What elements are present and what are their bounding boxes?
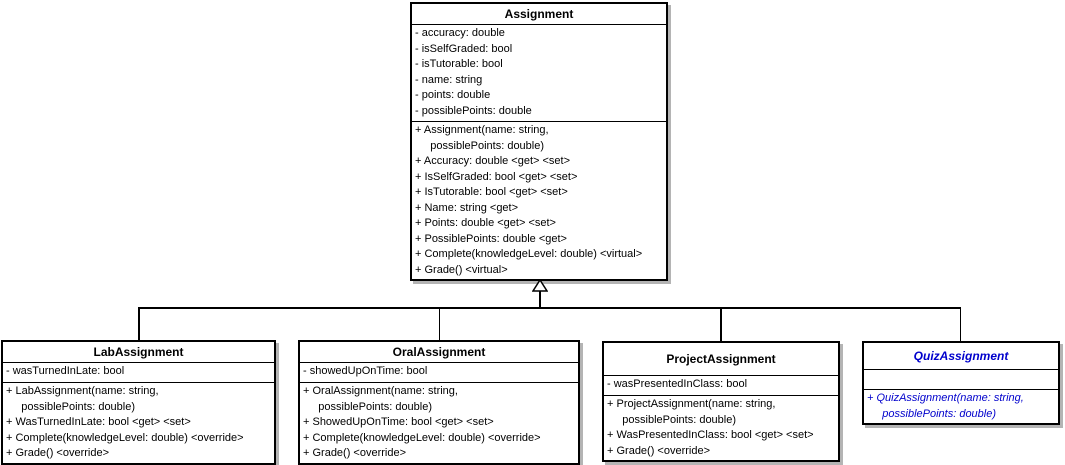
class-methods-section: + OralAssignment(name: string, possibleP…	[300, 383, 578, 463]
member-line: + QuizAssignment(name: string,	[867, 392, 1024, 404]
member-line: possiblePoints: double)	[415, 139, 545, 152]
member-line: + Grade() <override>	[607, 444, 711, 457]
class-box-oralassignment[interactable]: OralAssignment - showedUpOnTime: bool + …	[298, 340, 580, 465]
class-title: OralAssignment	[300, 342, 578, 363]
connector-stub-quizassignment[interactable]	[959, 307, 961, 341]
member-line: + Complete(knowledgeLevel: double) <over…	[303, 431, 541, 444]
class-box-labassignment[interactable]: LabAssignment - wasTurnedInLate: bool + …	[1, 340, 276, 465]
member-line: - isSelfGraded: bool	[415, 42, 513, 55]
member-line: - wasPresentedInClass: bool	[607, 378, 748, 390]
member-line: + Grade() <override>	[303, 447, 407, 459]
member-line: + ProjectAssignment(name: string,	[607, 398, 776, 410]
connector-stub-oralassignment[interactable]	[438, 307, 440, 340]
connector-stub-projectassignment[interactable]	[720, 307, 722, 341]
member-line: possiblePoints: double)	[607, 413, 737, 426]
member-line: + Assignment(name: string,	[415, 124, 549, 136]
member-line: - accuracy: double	[415, 27, 505, 39]
member-line: possiblePoints: double)	[6, 400, 136, 413]
member-line: + IsSelfGraded: bool <get> <set>	[415, 170, 578, 183]
member-line: + Grade() <override>	[6, 447, 110, 459]
member-line: + Complete(knowledgeLevel: double) <over…	[6, 431, 244, 444]
class-attributes-section	[864, 370, 1058, 390]
member-line: - possiblePoints: double	[415, 104, 532, 117]
class-attributes-section: - wasTurnedInLate: bool	[3, 363, 274, 383]
member-line: possiblePoints: double)	[867, 407, 997, 420]
inheritance-connector-trunk[interactable]	[539, 291, 541, 308]
member-line: + Points: double <get> <set>	[415, 217, 556, 229]
class-attributes-section: - wasPresentedInClass: bool	[604, 376, 838, 396]
class-methods-section: + ProjectAssignment(name: string, possib…	[604, 396, 838, 460]
class-box-quizassignment[interactable]: QuizAssignment + QuizAssignment(name: st…	[862, 341, 1060, 425]
class-title: Assignment	[412, 4, 666, 25]
class-title: QuizAssignment	[864, 343, 1058, 370]
member-line: + OralAssignment(name: string,	[303, 385, 458, 397]
class-methods-section: + LabAssignment(name: string, possiblePo…	[3, 383, 274, 463]
member-line: + WasPresentedInClass: bool <get> <set>	[607, 429, 814, 441]
member-line: - isTutorable: bool	[415, 58, 503, 70]
member-line: - showedUpOnTime: bool	[303, 365, 428, 377]
class-box-assignment[interactable]: Assignment - accuracy: double - isSelfGra…	[410, 2, 668, 281]
class-title: ProjectAssignment	[604, 343, 838, 376]
class-title: LabAssignment	[3, 342, 274, 363]
member-line: possiblePoints: double)	[303, 400, 433, 413]
class-methods-section: + Assignment(name: string, possiblePoint…	[412, 122, 666, 279]
inheritance-connector-bus[interactable]	[138, 307, 961, 309]
class-box-projectassignment[interactable]: ProjectAssignment - wasPresentedInClass:…	[602, 341, 840, 462]
member-line: + Complete(knowledgeLevel: double) <virt…	[415, 248, 643, 260]
member-line: + Grade() <virtual>	[415, 263, 508, 276]
class-methods-section: + QuizAssignment(name: string, possibleP…	[864, 390, 1058, 423]
member-line: + Accuracy: double <get> <set>	[415, 155, 571, 167]
member-line: - points: double	[415, 89, 491, 101]
member-line: + Name: string <get>	[415, 201, 519, 214]
member-line: + WasTurnedInLate: bool <get> <set>	[6, 416, 191, 428]
class-attributes-section: - showedUpOnTime: bool	[300, 363, 578, 383]
member-line: + ShowedUpOnTime: bool <get> <set>	[303, 416, 494, 428]
member-line: + PossiblePoints: double <get>	[415, 232, 567, 245]
member-line: + IsTutorable: bool <get> <set>	[415, 186, 568, 198]
member-line: - name: string	[415, 73, 483, 86]
class-attributes-section: - accuracy: double - isSelfGraded: bool - …	[412, 25, 666, 122]
member-line: - wasTurnedInLate: bool	[6, 365, 125, 377]
connector-stub-labassignment[interactable]	[138, 307, 140, 340]
member-line: + LabAssignment(name: string,	[6, 385, 159, 397]
